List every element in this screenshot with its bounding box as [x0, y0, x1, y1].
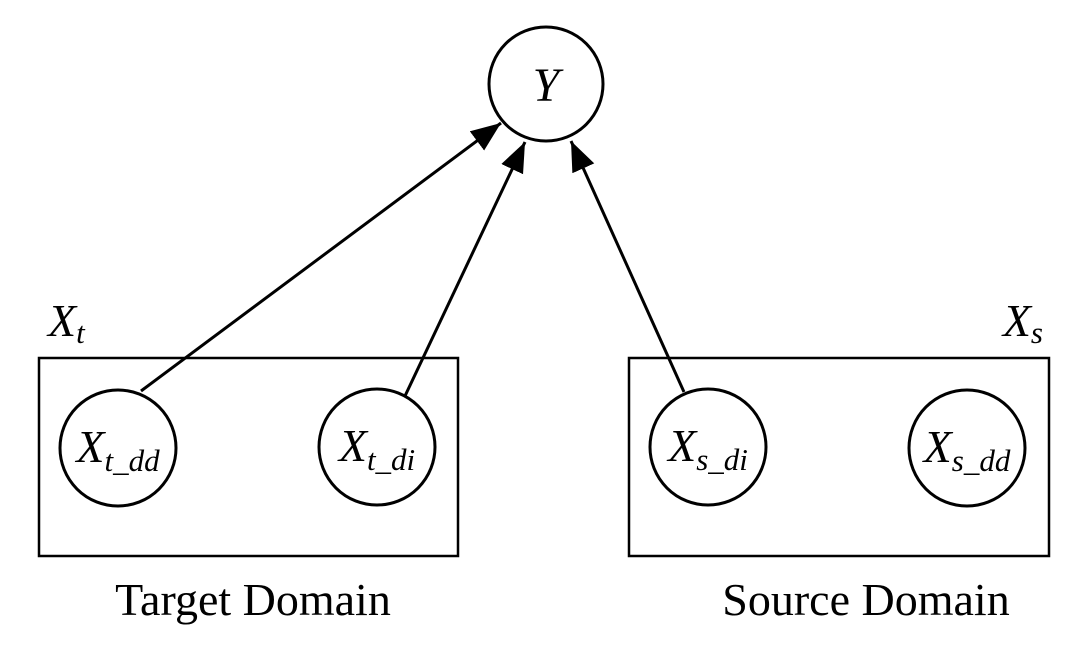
node-xt-dd-label: Xt_dd: [74, 421, 160, 478]
edge-xt-di-to-y: [403, 141, 527, 397]
source-domain-caption: Source Domain: [722, 574, 1009, 625]
node-xs-dd-label: Xs_dd: [922, 421, 1011, 478]
node-xs-dd: [907, 388, 1027, 508]
source-domain-plate: [627, 356, 1051, 558]
edge-xs-di-to-y: [569, 140, 686, 393]
target-domain-plate: [37, 356, 460, 558]
node-xt-di: [317, 387, 437, 507]
edge-xt-dd-to-y: [140, 121, 502, 393]
source-plate-corner-label: Xs: [1001, 295, 1043, 350]
node-y: [487, 25, 605, 143]
target-plate-corner-label: Xt: [46, 295, 86, 350]
node-xs-di-label: Xs_di: [666, 420, 748, 477]
node-y-label: Y: [533, 59, 564, 112]
target-domain-caption: Target Domain: [115, 574, 391, 625]
node-xt-di-label: Xt_di: [337, 420, 415, 477]
node-xt-dd: [58, 388, 178, 508]
node-xs-di: [648, 387, 768, 507]
